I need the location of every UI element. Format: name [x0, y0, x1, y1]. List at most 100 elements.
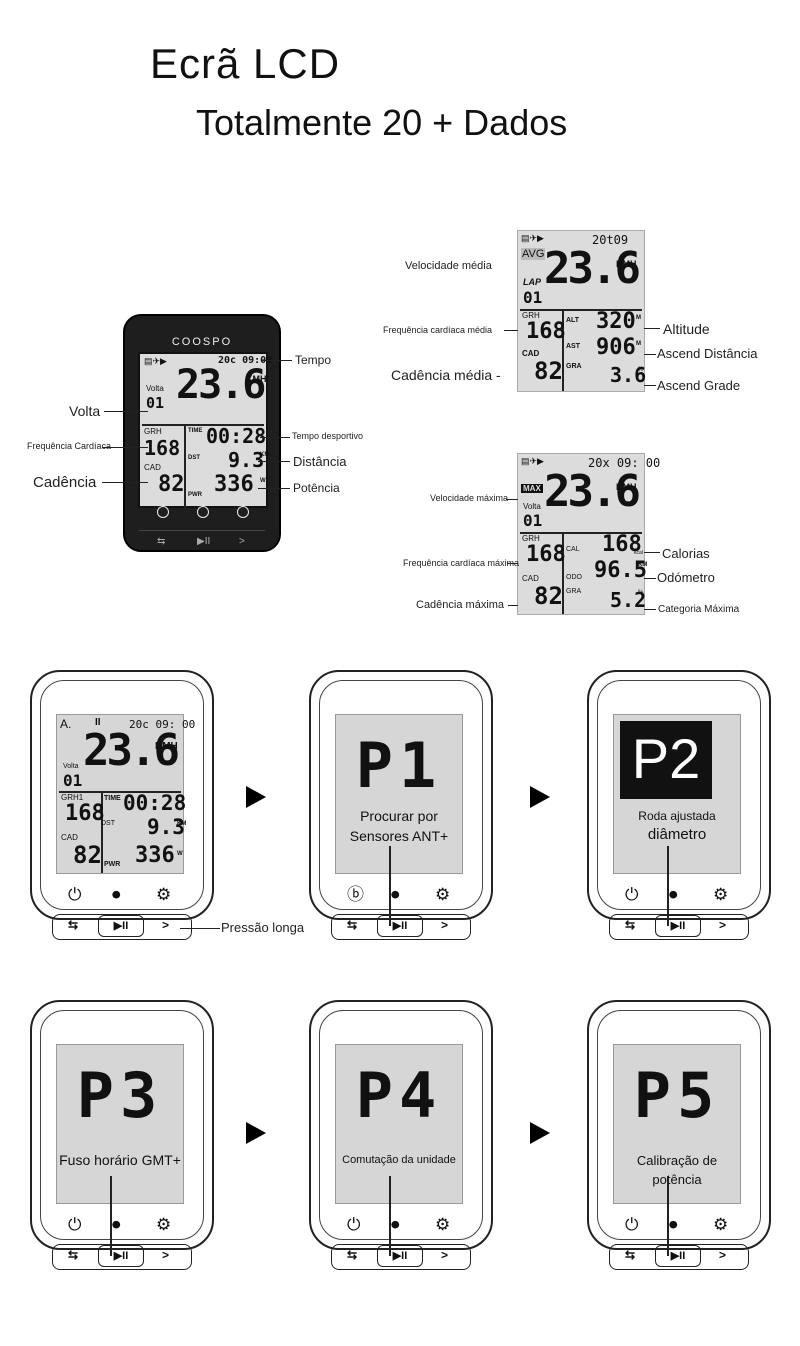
step-screen-data: A. II 20c 09: 00 23.6 KMH Volta 01 GRH1 … [56, 714, 195, 874]
settings-icon[interactable]: ⚙ [156, 885, 172, 904]
settings-icon[interactable]: ⚙ [713, 1215, 729, 1234]
settings-icon[interactable]: ⚙ [156, 1215, 172, 1234]
leader-line [644, 385, 656, 386]
ann-avg-cad: Cadência média - [391, 367, 501, 383]
next-icon[interactable]: > [719, 918, 727, 932]
stop-icon[interactable]: ⏺ [391, 885, 400, 904]
next-icon[interactable]: > [162, 918, 170, 932]
next-icon[interactable]: > [162, 1248, 170, 1262]
next-icon[interactable]: > [719, 1248, 727, 1262]
speed-value: 23.6 [176, 362, 266, 408]
back-icon[interactable]: ⇆ [68, 918, 79, 932]
play-pause-button[interactable]: ▶II [98, 915, 144, 937]
max-lap-value: 01 [523, 511, 543, 530]
settings-icon[interactable]: ⚙ [435, 885, 451, 904]
next-icon[interactable]: > [441, 918, 449, 932]
play-pause-button[interactable]: ▶II [655, 915, 701, 937]
lcd-divider [520, 532, 642, 534]
power-icon[interactable]: ⏻ [625, 885, 639, 904]
leader-line [644, 328, 660, 329]
avg-cad-label: CAD [522, 349, 540, 358]
avg-hr-value: 168 [526, 319, 566, 344]
ann-max-vel: Velocidade máxima [430, 493, 509, 503]
b-icon[interactable]: ⓑ [347, 885, 364, 904]
step-device-main: A. II 20c 09: 00 23.6 KMH Volta 01 GRH1 … [30, 670, 214, 942]
device-shell [30, 670, 214, 920]
avg-alt-unit: M [636, 315, 641, 321]
clock: 20c 09:00 [218, 355, 273, 366]
device-shell [309, 670, 493, 920]
bottom-button-tray [609, 914, 749, 940]
avg-lap-label: LAP [523, 277, 541, 287]
ann-alt: Altitude [663, 321, 710, 337]
max-hr-label: GRH [522, 534, 540, 543]
avg-lap-value: 01 [523, 288, 543, 307]
play-pause-button[interactable]: ▶II [98, 1245, 144, 1267]
back-icon[interactable]: ⇆ [157, 536, 166, 547]
max-cal-unit: kcal [634, 550, 643, 556]
stop-button[interactable] [197, 506, 209, 518]
back-icon[interactable]: ⇆ [347, 918, 358, 932]
leader-line [508, 605, 518, 606]
p5-code: P5 [633, 1059, 721, 1132]
avg-alt-label: ALT [566, 317, 580, 324]
device-bezel [319, 680, 483, 910]
step-screen-p3: P3 Fuso horário GMT+ [56, 1044, 184, 1204]
stop-icon[interactable]: ⏺ [669, 1215, 678, 1234]
power-icon[interactable]: ⏻ [68, 885, 82, 904]
next-icon[interactable]: > [441, 1248, 449, 1262]
device-shell [587, 670, 771, 920]
lcd-divider-v [562, 532, 564, 614]
p3-code: P3 [76, 1059, 164, 1132]
power-icon[interactable]: ⏻ [347, 1215, 361, 1234]
power-icon[interactable]: ⏻ [625, 1215, 639, 1234]
leader-line [644, 552, 660, 553]
avg-ast-value: 906 [596, 335, 636, 360]
step-device-p1: P1 Procurar por Sensores ANT+ ⓑ ⏺ ⚙ ⇆ ▶I… [309, 670, 493, 942]
stop-icon[interactable]: ⏺ [112, 885, 121, 904]
back-icon[interactable]: ⇆ [625, 918, 636, 932]
page-title: Ecrã LCD [150, 40, 341, 87]
time-label: TIME [188, 428, 203, 434]
settings-button[interactable] [237, 506, 249, 518]
leader-line [258, 461, 290, 462]
back-icon[interactable]: ⇆ [347, 1248, 358, 1262]
dst-value: 9.3 [228, 448, 265, 472]
dst-unit: KM [260, 452, 270, 458]
leader-line [504, 330, 518, 331]
step-dst-value: 9.3 [147, 815, 185, 839]
stop-icon[interactable]: ⏺ [391, 1215, 400, 1234]
avg-gra-unit: % [638, 367, 644, 373]
step-time-label: TIME [104, 795, 121, 802]
power-icon[interactable]: ⏻ [68, 1215, 82, 1234]
max-cal-value: 168 [602, 532, 642, 557]
back-icon[interactable]: ⇆ [625, 1248, 636, 1262]
next-icon[interactable]: > [239, 536, 245, 547]
back-icon[interactable]: ⇆ [68, 1248, 79, 1262]
status-icons: ▤✈▶ [144, 356, 167, 366]
play-pause-button[interactable]: ▶II [377, 1245, 423, 1267]
play-pause-icon[interactable]: ▶II [197, 536, 211, 547]
max-gra-unit: % [638, 590, 644, 596]
step-hr-value: 168 [65, 801, 105, 826]
stop-icon[interactable]: ⏺ [669, 885, 678, 904]
step-cad-value: 82 [73, 841, 102, 869]
power-button[interactable] [157, 506, 169, 518]
play-pause-button[interactable]: ▶II [377, 915, 423, 937]
speed-unit: KMH [246, 374, 267, 384]
settings-icon[interactable]: ⚙ [435, 1215, 451, 1234]
play-pause-button[interactable]: ▶II [655, 1245, 701, 1267]
stop-icon[interactable]: ⏺ [112, 1215, 121, 1234]
status-icons: ▤✈▶ [521, 456, 544, 466]
step-pwr-label: PWR [104, 861, 121, 868]
device-bezel [319, 1010, 483, 1240]
arrow-right-icon [246, 1122, 266, 1144]
max-lap-label: Volta [523, 502, 541, 511]
long-press-label: Pressão longa [221, 920, 305, 935]
leader-line [506, 499, 518, 500]
avg-gra-label: GRA [566, 363, 582, 370]
step-lap-label: Volta [63, 763, 79, 770]
step-device-p5: P5 Calibração de potência ⏻ ⏺ ⚙ ⇆ ▶II > [587, 1000, 771, 1272]
avg-clock: 20t09 [592, 233, 629, 247]
settings-icon[interactable]: ⚙ [713, 885, 729, 904]
